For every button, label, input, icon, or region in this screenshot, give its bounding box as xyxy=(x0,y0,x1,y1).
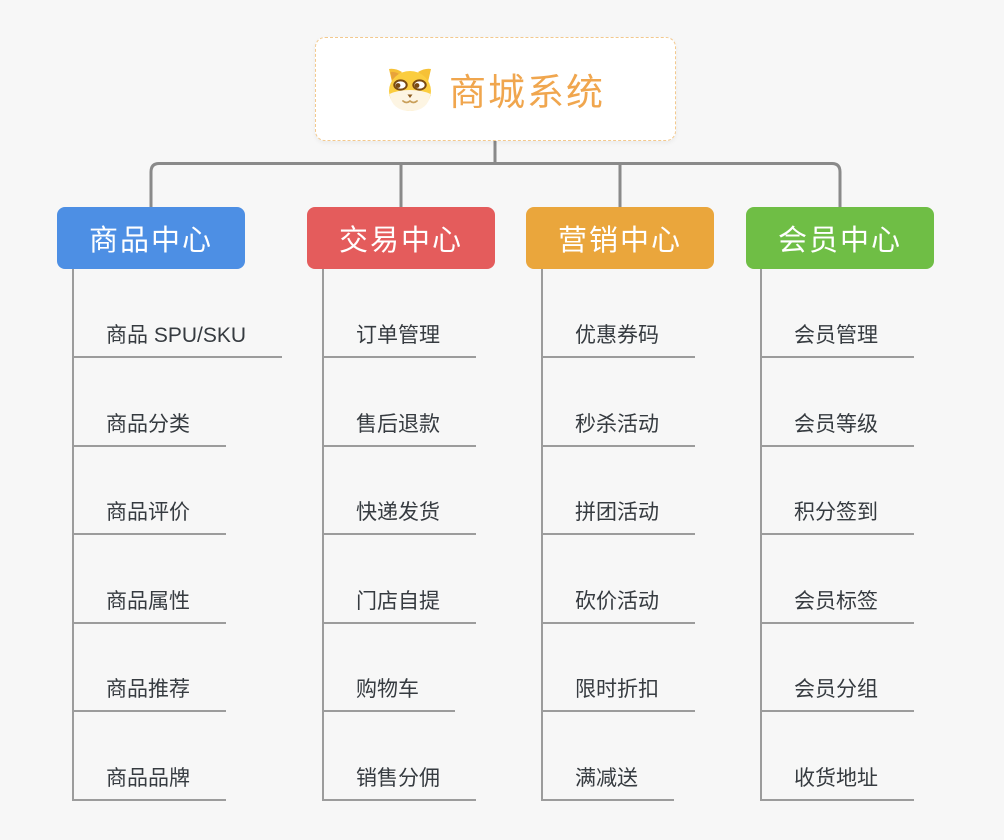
branch-header-label: 交易中心 xyxy=(338,225,463,257)
leaf-item[interactable]: 商品属性 xyxy=(74,588,226,624)
root-title: 商城系统 xyxy=(449,72,605,113)
branch-header-label: 商品中心 xyxy=(88,225,213,257)
leaf-item[interactable]: 商品评价 xyxy=(74,499,226,535)
leaf-item[interactable]: 收货地址 xyxy=(762,765,914,801)
branch-column-product: 商品 SPU/SKU 商品分类 商品评价 商品属性 商品推荐 商品品牌 xyxy=(72,269,322,801)
leaf-item[interactable]: 会员标签 xyxy=(762,588,914,624)
branch-header-label: 营销中心 xyxy=(557,225,682,257)
leaf-item[interactable]: 订单管理 xyxy=(324,322,476,358)
leaf-item[interactable]: 砍价活动 xyxy=(543,588,695,624)
root-node-mall-system[interactable]: 商城系统 xyxy=(315,37,676,141)
leaf-item[interactable]: 会员管理 xyxy=(762,322,914,358)
leaf-item[interactable]: 商品品牌 xyxy=(74,765,226,801)
leaf-item[interactable]: 拼团活动 xyxy=(543,499,695,535)
branch-column-trade: 订单管理 售后退款 快递发货 门店自提 购物车 销售分佣 xyxy=(322,269,572,801)
branch-header-marketing-center[interactable]: 营销中心 xyxy=(526,207,714,269)
leaf-item[interactable]: 商品 SPU/SKU xyxy=(74,322,283,358)
branch-header-member-center[interactable]: 会员中心 xyxy=(746,207,934,269)
branch-column-marketing: 优惠券码 秒杀活动 拼团活动 砍价活动 限时折扣 满减送 xyxy=(541,269,791,801)
leaf-item[interactable]: 满减送 xyxy=(543,765,674,801)
leaf-item[interactable]: 限时折扣 xyxy=(543,676,695,712)
leaf-item[interactable]: 快递发货 xyxy=(324,499,476,535)
branch-header-label: 会员中心 xyxy=(777,225,902,257)
leaf-item[interactable]: 销售分佣 xyxy=(324,765,476,801)
leaf-item[interactable]: 优惠券码 xyxy=(543,322,695,358)
leaf-item[interactable]: 售后退款 xyxy=(324,411,476,447)
leaf-item[interactable]: 商品分类 xyxy=(74,411,226,447)
leaf-item[interactable]: 门店自提 xyxy=(324,588,476,624)
leaf-item[interactable]: 商品推荐 xyxy=(74,676,226,712)
leaf-item[interactable]: 秒杀活动 xyxy=(543,411,695,447)
leaf-item[interactable]: 会员等级 xyxy=(762,411,914,447)
leaf-item[interactable]: 会员分组 xyxy=(762,676,914,712)
branch-header-product-center[interactable]: 商品中心 xyxy=(57,207,245,269)
dog-face-icon xyxy=(389,68,431,111)
leaf-item[interactable]: 积分签到 xyxy=(762,499,914,535)
leaf-item[interactable]: 购物车 xyxy=(324,676,455,712)
branch-column-member: 会员管理 会员等级 积分签到 会员标签 会员分组 收货地址 xyxy=(760,269,1004,801)
branch-header-trade-center[interactable]: 交易中心 xyxy=(307,207,495,269)
